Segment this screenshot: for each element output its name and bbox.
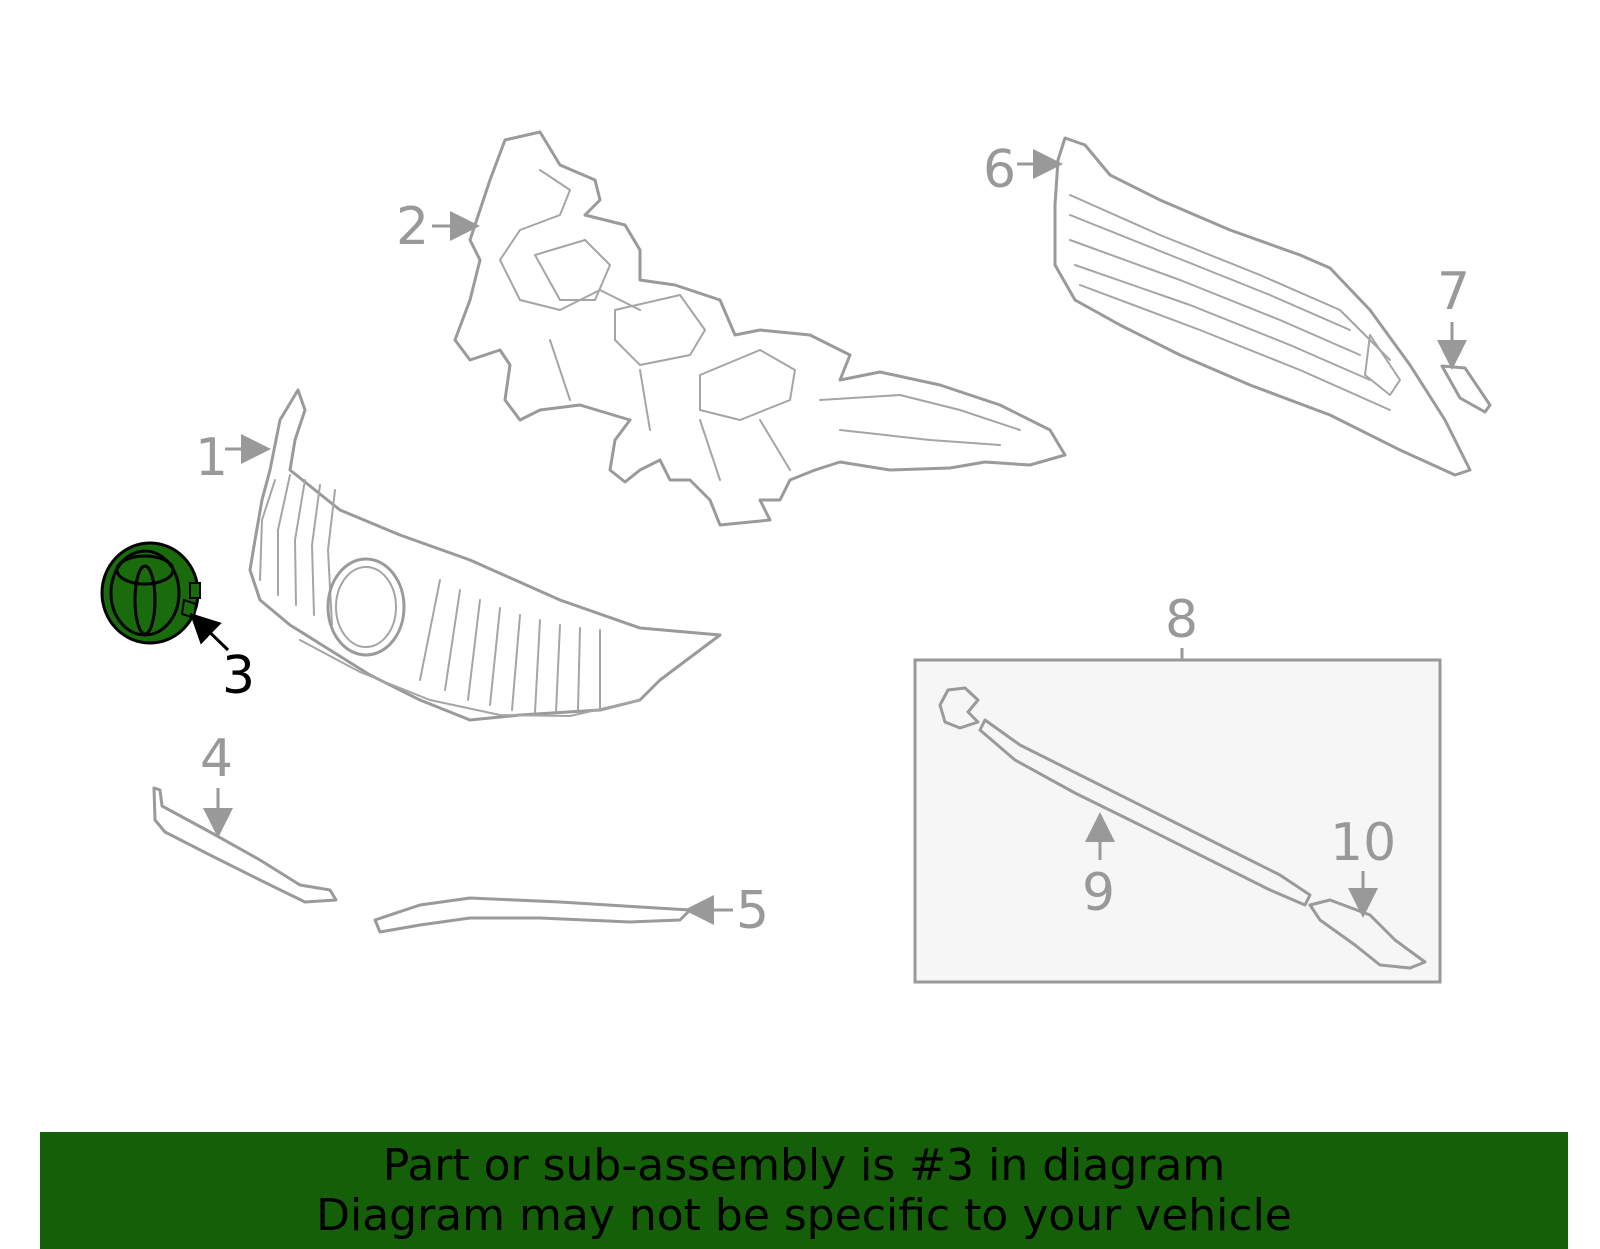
callout-7[interactable]: 7 <box>1437 262 1470 322</box>
banner-line-part: Part or sub-assembly is #3 in diagram <box>382 1139 1226 1191</box>
part-5-molding[interactable] <box>373 896 692 934</box>
part-8-bracket[interactable] <box>938 686 980 730</box>
info-banner: Part or sub-assembly is #3 in diagram Di… <box>40 1132 1568 1249</box>
callout-1[interactable]: 1 <box>195 428 228 488</box>
callout-2[interactable]: 2 <box>396 197 429 257</box>
part-6-lower-grille[interactable] <box>1053 136 1472 477</box>
part-1-radiator-grille[interactable] <box>248 388 722 722</box>
callout-10[interactable]: 10 <box>1330 813 1396 873</box>
part-2-grille-support[interactable] <box>453 130 1067 527</box>
part-3-emblem[interactable] <box>100 541 201 645</box>
callout-8[interactable]: 8 <box>1165 590 1198 650</box>
callout-3[interactable]: 3 <box>222 646 255 706</box>
leader-3 <box>189 612 230 652</box>
callout-9[interactable]: 9 <box>1082 863 1115 923</box>
callout-6[interactable]: 6 <box>983 140 1016 200</box>
part-4-trim-strip[interactable] <box>152 786 338 904</box>
part-9-molding-strip[interactable] <box>978 718 1312 907</box>
part-8-assembly-box <box>913 658 1442 984</box>
banner-line-disclaimer: Diagram may not be specific to your vehi… <box>316 1189 1292 1241</box>
callout-5[interactable]: 5 <box>736 881 769 941</box>
callout-4[interactable]: 4 <box>200 729 233 789</box>
part-7-clip[interactable] <box>1440 364 1492 414</box>
